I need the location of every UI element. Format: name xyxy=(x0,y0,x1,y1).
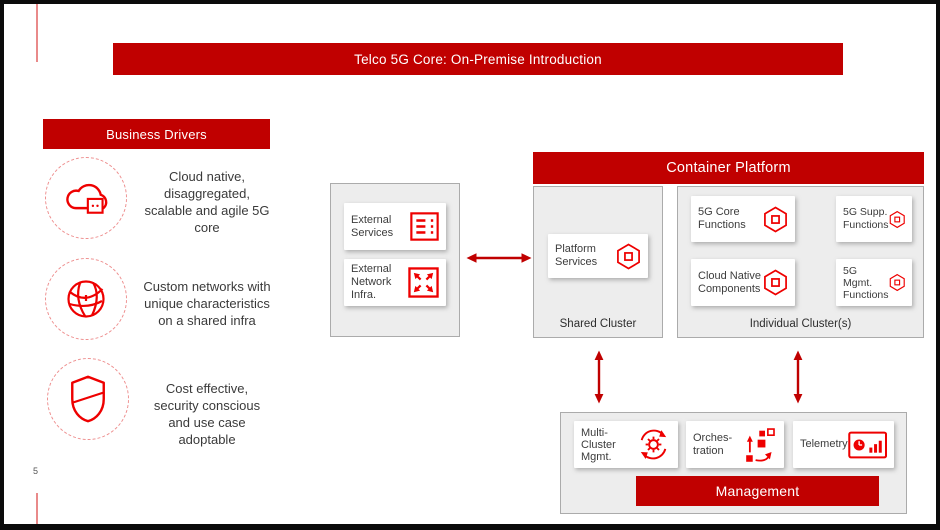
management-header: Management xyxy=(636,476,879,506)
vertical-connector-arrow-right xyxy=(793,350,803,404)
orchestration-icon xyxy=(746,427,775,462)
card-label: Orches- tration xyxy=(693,431,733,457)
telemetry-dashboard-icon xyxy=(847,431,887,458)
driver-text: Cost effective, security conscious and u… xyxy=(153,381,261,447)
title-bar: Telco 5G Core: On-Premise Introduction xyxy=(113,43,843,75)
horizontal-connector-arrow xyxy=(466,253,532,263)
vertical-connector-arrow-left xyxy=(594,350,604,404)
cloud-native-components-card: Cloud Native Components xyxy=(691,259,795,306)
shared-cluster-label: Shared Cluster xyxy=(559,318,637,330)
multi-cluster-mgmt-card: Multi- Cluster Mgmt. xyxy=(574,421,678,468)
driver-icon-circle xyxy=(45,157,127,239)
hexagon-pod-icon xyxy=(764,269,787,296)
card-label: Cloud Native Components xyxy=(698,269,761,295)
driver-icon-circle xyxy=(45,258,127,340)
card-label: Telemetry xyxy=(800,438,848,450)
hexagon-pod-icon xyxy=(617,242,640,270)
red-accent-line-top xyxy=(36,4,38,62)
card-label: External Network Infra. xyxy=(351,263,392,301)
shield-icon xyxy=(71,375,105,423)
external-panel: External Services External Network Infra… xyxy=(330,183,460,337)
card-label: 5G Core Functions xyxy=(698,206,746,231)
card-label: 5G Mgmt. Functions xyxy=(843,264,889,301)
external-network-card: External Network Infra. xyxy=(344,259,446,306)
5g-supp-functions-card: 5G Supp. Functions xyxy=(836,196,912,242)
driver-icon-circle xyxy=(47,358,129,440)
telemetry-card: Telemetry xyxy=(793,421,894,468)
cluster-sync-icon xyxy=(640,429,667,460)
cloud-icon xyxy=(66,183,108,214)
red-accent-line-bottom xyxy=(36,493,38,524)
card-label: Platform Services xyxy=(555,243,598,268)
platform-services-card: Platform Services xyxy=(548,234,648,278)
hexagon-pod-icon xyxy=(889,273,905,292)
external-services-card: External Services xyxy=(344,203,446,250)
expand-arrows-icon xyxy=(408,267,439,298)
5g-core-functions-card: 5G Core Functions xyxy=(691,196,795,242)
management-panel: Multi- Cluster Mgmt. Orches- tration xyxy=(560,412,907,514)
orchestration-card: Orches- tration xyxy=(686,421,784,468)
business-drivers-header: Business Drivers xyxy=(43,119,270,149)
driver-text: Cloud native, disaggregated, scalable an… xyxy=(144,169,270,235)
container-platform-header: Container Platform xyxy=(533,152,924,184)
individual-clusters-label: Individual Cluster(s) xyxy=(749,318,852,330)
card-label: 5G Supp. Functions xyxy=(843,206,889,231)
driver-text: Custom networks with unique characterist… xyxy=(143,279,271,328)
hexagon-pod-icon xyxy=(889,210,905,228)
5g-mgmt-functions-card: 5G Mgmt. Functions xyxy=(836,259,912,306)
slide-number: 5 xyxy=(33,466,39,476)
hexagon-pod-icon xyxy=(764,205,787,233)
individual-clusters-panel: 5G Core Functions 5G Supp. Functions Clo… xyxy=(677,186,924,338)
card-label: External Services xyxy=(351,213,394,239)
list-icon xyxy=(410,212,439,241)
network-sphere-icon xyxy=(67,280,105,318)
card-label: Multi- Cluster Mgmt. xyxy=(581,426,616,463)
shared-cluster-panel: Platform Services Shared Cluster xyxy=(533,186,663,338)
